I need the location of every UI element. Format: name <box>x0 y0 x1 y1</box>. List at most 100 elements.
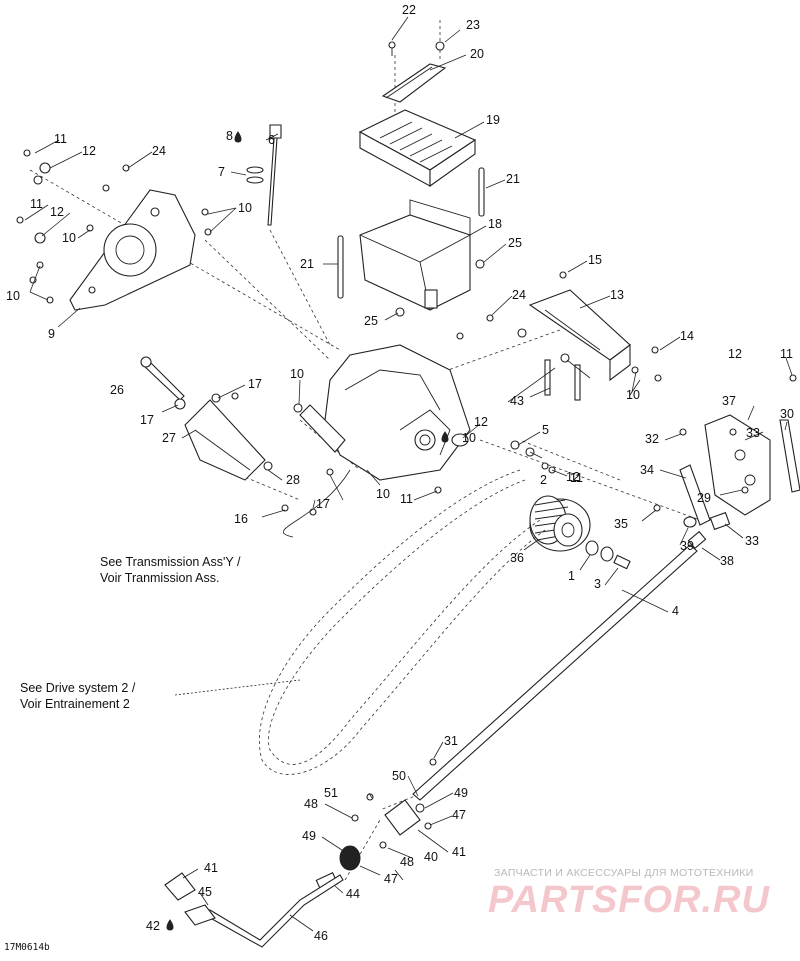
callout-28: 28 <box>286 473 300 487</box>
callout-11: 11 <box>30 197 43 211</box>
knob-45 <box>164 872 196 901</box>
callout-33: 33 <box>746 426 760 440</box>
callout-47: 47 <box>384 872 398 886</box>
callout-21: 21 <box>506 172 520 186</box>
washers-3 <box>585 540 614 562</box>
mounting-plate-9 <box>69 189 196 311</box>
bushing-35 <box>709 511 731 531</box>
shaft-31 <box>412 544 698 801</box>
note-transmission-line1: See Transmission Ass'Y / <box>100 555 241 569</box>
lever-29 <box>679 464 711 526</box>
callout-41: 41 <box>452 845 466 859</box>
studs-14 <box>544 359 581 401</box>
dipstick-6 <box>246 124 282 226</box>
callout-39: 39 <box>680 539 694 553</box>
transmission-housing <box>299 344 471 481</box>
lever-bracket-30 <box>704 414 771 516</box>
pulley-1 <box>529 495 591 552</box>
callout-35: 35 <box>614 517 628 531</box>
callout-45: 45 <box>198 885 212 899</box>
callout-12: 12 <box>474 415 488 429</box>
note-drive-system: See Drive system 2 / Voir Entrainement 2 <box>20 681 136 711</box>
rods-21 <box>337 167 485 299</box>
callout-2: 2 <box>540 473 547 487</box>
guard-16 <box>184 399 266 481</box>
callout-16: 16 <box>234 512 248 526</box>
callout-10: 10 <box>62 231 76 245</box>
lever-32 <box>779 419 800 493</box>
bolt-4 <box>613 554 631 570</box>
callout-11: 11 <box>780 347 793 361</box>
callout-8: 8 <box>226 129 233 143</box>
callout-29: 29 <box>697 491 711 505</box>
callout-22: 22 <box>402 3 416 17</box>
watermark-logo: PARTSFOR.RU <box>488 879 770 921</box>
bushing-38 <box>683 516 697 528</box>
callout-9: 9 <box>48 327 55 341</box>
callout-11: 11 <box>570 471 583 485</box>
callout-33: 33 <box>745 534 759 548</box>
callout-12: 12 <box>50 205 64 219</box>
callout-11: 11 <box>400 492 413 506</box>
callout-50: 50 <box>392 769 406 783</box>
battery-support-18 <box>359 199 471 311</box>
callout-6: 6 <box>268 133 275 147</box>
watermark: ЗАПЧАСТИ И АКСЕССУАРЫ ДЛЯ МОТОТЕХНИКИ PA… <box>488 867 770 921</box>
callout-4: 4 <box>672 604 679 618</box>
callout-7: 7 <box>218 165 225 179</box>
callout-46: 46 <box>314 929 328 943</box>
callout-34: 34 <box>640 463 654 477</box>
callout-19: 19 <box>486 113 500 127</box>
assembly-guide-lines <box>29 20 701 881</box>
drawing-code: 17M0614b <box>4 942 50 953</box>
callout-17: 17 <box>140 413 154 427</box>
callout-20: 20 <box>470 47 484 61</box>
note-drive-line2: Voir Entrainement 2 <box>20 697 130 711</box>
callout-49: 49 <box>454 786 468 800</box>
callout-31: 31 <box>444 734 458 748</box>
callout-3: 3 <box>594 577 601 591</box>
grip-44 <box>184 904 216 926</box>
callout-12: 12 <box>728 347 742 361</box>
callout-24: 24 <box>512 288 526 302</box>
callout-42: 42 <box>146 919 160 933</box>
callout-26: 26 <box>110 383 124 397</box>
callout-49: 49 <box>302 829 316 843</box>
bushing-36 <box>687 530 707 550</box>
callout-47: 47 <box>452 808 466 822</box>
linkage-block-40 <box>384 799 421 836</box>
guard-plate-20 <box>381 63 447 103</box>
callout-10: 10 <box>6 289 20 303</box>
callout-12: 12 <box>566 470 580 484</box>
callout-38: 38 <box>720 554 734 568</box>
callout-51: 51 <box>324 786 338 800</box>
callout-43: 43 <box>510 394 524 408</box>
callout-15: 15 <box>588 253 602 267</box>
gear-41 <box>339 845 361 871</box>
callout-18: 18 <box>488 217 502 231</box>
callout-48: 48 <box>400 855 414 869</box>
callout-17: 17 <box>316 497 330 511</box>
callout-14: 14 <box>680 329 694 343</box>
leader-lines <box>24 16 793 932</box>
callout-23: 23 <box>466 18 480 32</box>
callout-24: 24 <box>152 144 166 158</box>
callout-10: 10 <box>290 367 304 381</box>
note-transmission: See Transmission Ass'Y / Voir Tranmissio… <box>100 555 241 585</box>
bolt-26 <box>140 356 185 401</box>
callout-10: 10 <box>376 487 390 501</box>
callout-36: 36 <box>510 551 524 565</box>
hardware-fasteners <box>16 41 797 931</box>
callout-27: 27 <box>162 431 176 445</box>
callout-10: 10 <box>626 388 640 402</box>
callout-10: 10 <box>238 201 252 215</box>
callout-41: 41 <box>204 861 218 875</box>
callout-5: 5 <box>542 423 549 437</box>
callout-40: 40 <box>424 850 438 864</box>
callout-48: 48 <box>304 797 318 811</box>
callout-44: 44 <box>346 887 360 901</box>
callout-30: 30 <box>780 407 794 421</box>
callout-32: 32 <box>645 432 659 446</box>
